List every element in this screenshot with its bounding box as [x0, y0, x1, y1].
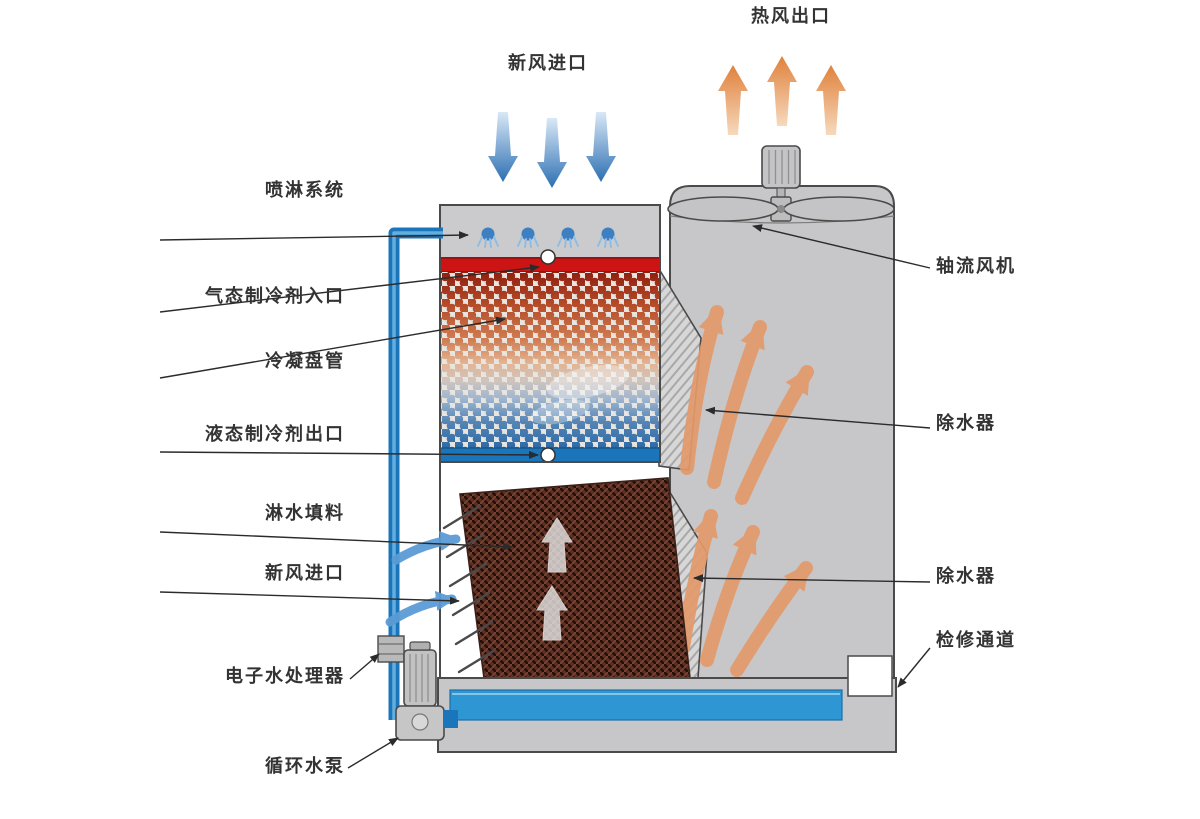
leader-axial-fan — [752, 224, 931, 269]
fresh-air-inlet-arrows — [488, 112, 616, 188]
label-condensing-coil: 冷凝盘管 — [265, 351, 345, 372]
hot-air-flow-arrows-internal — [676, 305, 814, 677]
cooling-tower-body — [669, 185, 895, 681]
spray-section — [439, 204, 661, 259]
electronic-water-treater-device — [377, 635, 405, 663]
service-access-opening — [847, 655, 893, 697]
pump-outlet-stub — [444, 710, 458, 728]
water-basin — [437, 655, 897, 753]
label-fill-material: 淋水填料 — [265, 503, 345, 524]
leader-fill-material — [159, 531, 513, 551]
leader-condensing-coil — [159, 316, 506, 379]
leader-drift-eliminator-lower — [693, 574, 931, 583]
fan-blade-right — [783, 196, 895, 222]
condenser-unit — [439, 204, 661, 678]
label-circulating-pump: 循环水泵 — [265, 756, 345, 777]
hot-air-outlet-arrows — [718, 56, 846, 135]
label-liquid-refrigerant-outlet: 液态制冷剂出口 — [205, 424, 345, 445]
axial-fan-assembly — [667, 145, 895, 222]
label-drift-eliminator-lower: 除水器 — [936, 566, 996, 587]
leader-spray-system — [159, 231, 469, 241]
circulation-pump-device — [395, 641, 458, 741]
gas-inlet-connection — [540, 249, 556, 265]
label-fresh-air-inlet-side: 新风进口 — [265, 563, 345, 584]
label-electronic-water-treater: 电子水处理器 — [225, 666, 345, 687]
label-service-access: 检修通道 — [936, 630, 1016, 651]
label-fresh-air-inlet-top: 新风进口 — [508, 53, 588, 74]
fan-motor — [761, 145, 801, 189]
liquid-outlet-connection — [540, 447, 556, 463]
leader-drift-eliminator-upper — [705, 406, 931, 429]
label-axial-fan: 轴流风机 — [936, 256, 1016, 277]
label-drift-eliminator-upper: 除水器 — [936, 413, 996, 434]
label-hot-air-outlet: 热风出口 — [751, 6, 831, 27]
fill-media — [459, 477, 691, 679]
leader-lines — [159, 224, 931, 769]
leader-fresh-air-inlet-side — [159, 591, 460, 605]
leader-gas-refrigerant-inlet — [159, 264, 540, 313]
leader-circulating-pump — [347, 737, 399, 769]
fresh-air-side-arrows — [385, 531, 461, 627]
fill-section — [442, 477, 691, 679]
inlet-louvers — [442, 504, 497, 674]
leader-liquid-refrigerant-outlet — [159, 450, 539, 459]
leader-service-access — [897, 647, 931, 688]
pump-motor — [403, 649, 437, 707]
label-gas-refrigerant-inlet: 气态制冷剂入口 — [205, 286, 345, 307]
fan-blade-left — [667, 196, 779, 222]
leader-electronic-water-treater — [349, 653, 380, 680]
label-spray-system: 喷淋系统 — [265, 180, 345, 201]
condenser-coil-dots — [440, 272, 660, 448]
